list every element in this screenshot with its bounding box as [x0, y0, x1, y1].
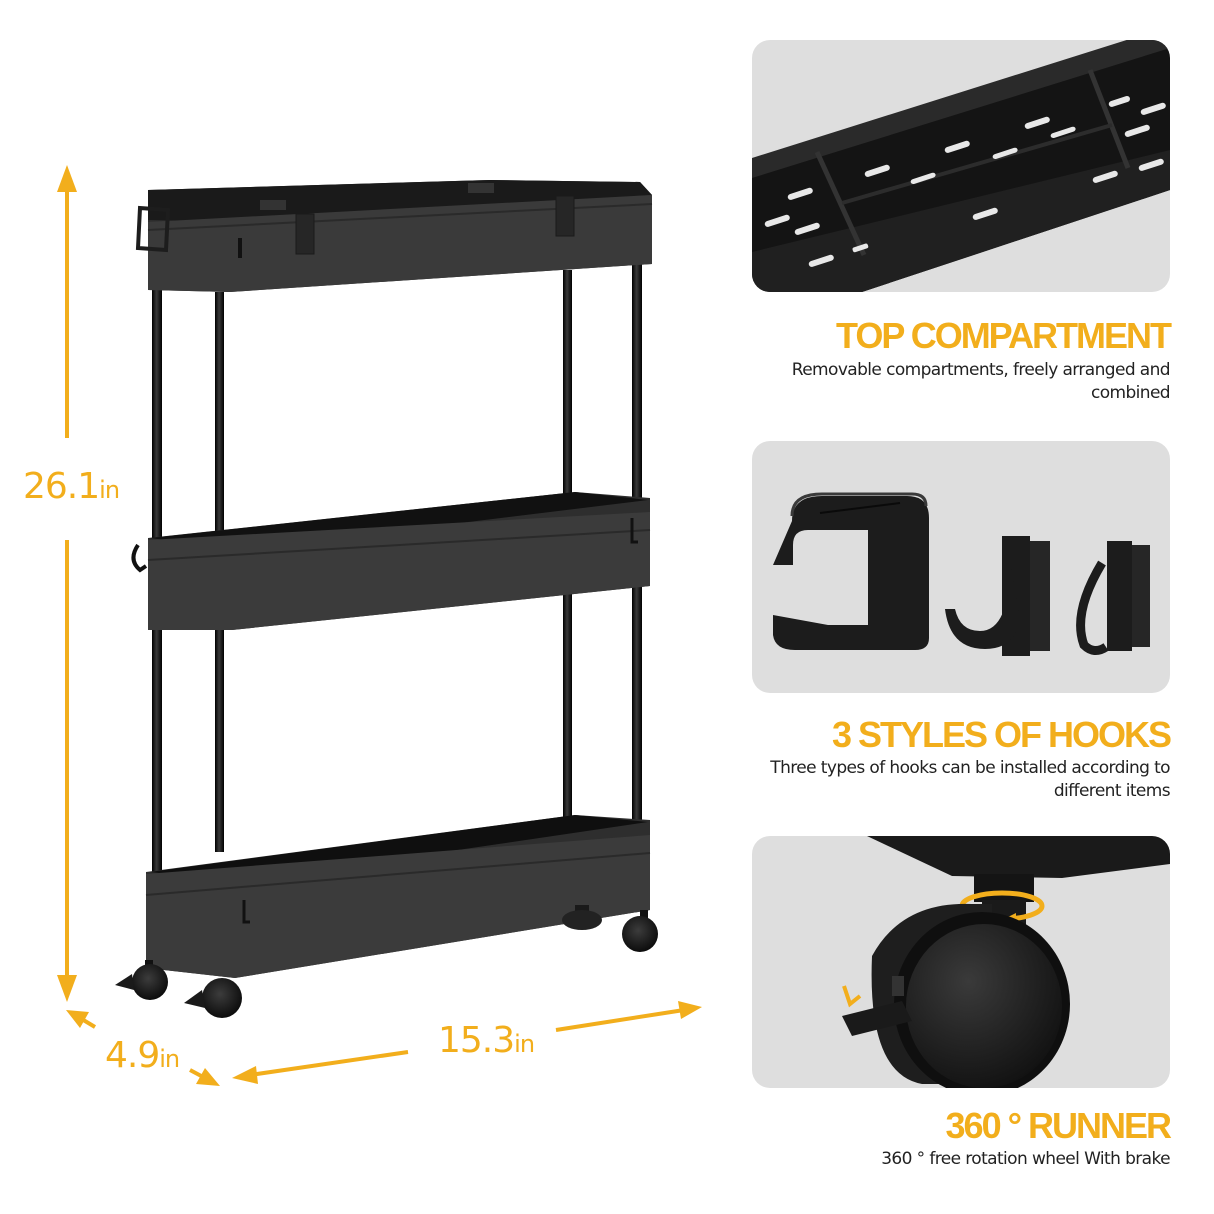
caster-wheel-icon: [842, 836, 1170, 1088]
feature-description: 360 ° free rotation wheel With brake: [881, 1149, 1170, 1169]
height-unit: in: [99, 476, 120, 504]
wheels: [115, 905, 658, 1018]
depth-dimension-label: 4.9in: [105, 1035, 180, 1076]
width-dimension-label: 15.3in: [438, 1020, 535, 1061]
rolling-cart-image: [57, 165, 702, 1086]
middle-shelf: [131, 492, 651, 630]
top-compartment-image: [752, 40, 1170, 292]
height-value: 26.1: [23, 466, 100, 507]
depth-dimension-arrow: [66, 1010, 220, 1086]
feature-description: Removable compartments, freely arranged …: [791, 360, 1171, 403]
feature-title: 360 ° RUNNER: [945, 1105, 1172, 1146]
feature-title: 3 STYLES OF HOOKS: [831, 714, 1172, 755]
feature-title: TOP COMPARTMENT: [835, 315, 1172, 356]
height-dimension-arrow: [57, 165, 77, 1002]
hooks-icon: [773, 492, 1150, 656]
caster-wheel-image: [752, 836, 1170, 1088]
width-unit: in: [514, 1030, 535, 1058]
top-shelf: [135, 180, 653, 292]
hooks-image: [752, 441, 1170, 693]
feature-description: Three types of hooks can be installed ac…: [770, 758, 1170, 801]
product-illustration: [57, 165, 702, 1086]
tray-divider-icon: [752, 40, 1170, 292]
height-dimension-label: 26.1in: [23, 466, 120, 507]
depth-unit: in: [159, 1045, 180, 1073]
bottom-shelf: [145, 815, 651, 978]
width-dimension-arrow: [232, 1001, 702, 1084]
depth-value: 4.9: [105, 1035, 160, 1076]
width-value: 15.3: [438, 1020, 515, 1061]
